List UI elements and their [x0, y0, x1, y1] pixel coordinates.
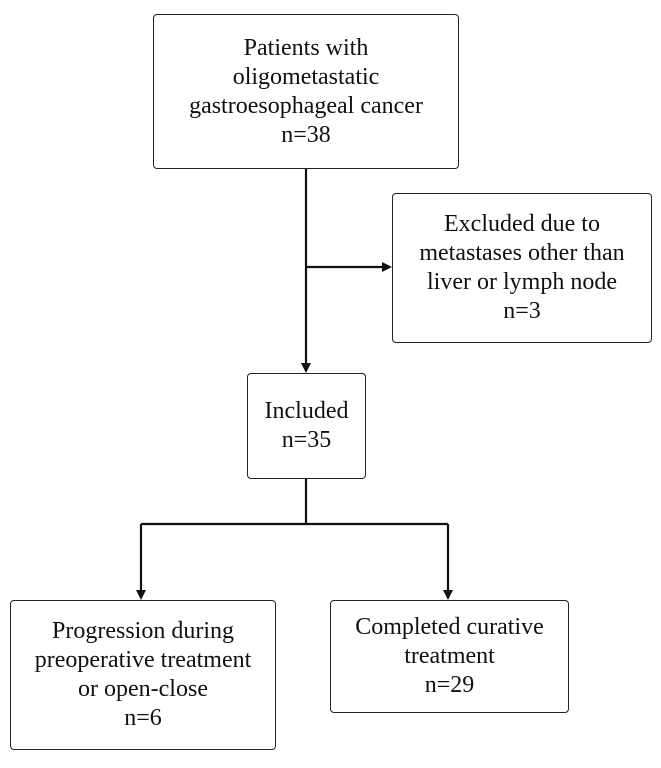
included-box: Included n=35	[247, 373, 366, 479]
progression-line-1: Progression during	[52, 618, 234, 644]
progression-line-2: preoperative treatment	[34, 647, 252, 673]
patients-line-2: oligometastatic	[232, 63, 380, 90]
excluded-count: n=3	[503, 298, 541, 324]
patients-count: n=38	[281, 121, 331, 148]
completed-line-1: Completed curative	[355, 614, 544, 640]
completed-count: n=29	[424, 672, 475, 698]
included-label: Included	[264, 398, 349, 424]
completed-box: Completed curative treatment n=29	[330, 600, 569, 713]
excluded-line-3: liver or lymph node	[427, 269, 617, 295]
included-count: n=35	[281, 427, 332, 453]
completed-line-2: treatment	[404, 643, 495, 669]
patients-line-3: gastroesophageal cancer	[189, 92, 423, 119]
progression-line-3: or open-close	[78, 676, 208, 702]
progression-box: Progression during preoperative treatmen…	[10, 600, 276, 750]
excluded-line-1: Excluded due to	[444, 211, 600, 237]
patients-line-1: Patients with	[243, 34, 369, 61]
excluded-box: Excluded due to metastases other than li…	[392, 193, 652, 343]
patients-box: Patients with oligometastatic gastroesop…	[153, 14, 459, 169]
excluded-line-2: metastases other than	[419, 240, 625, 266]
progression-count: n=6	[124, 705, 162, 731]
